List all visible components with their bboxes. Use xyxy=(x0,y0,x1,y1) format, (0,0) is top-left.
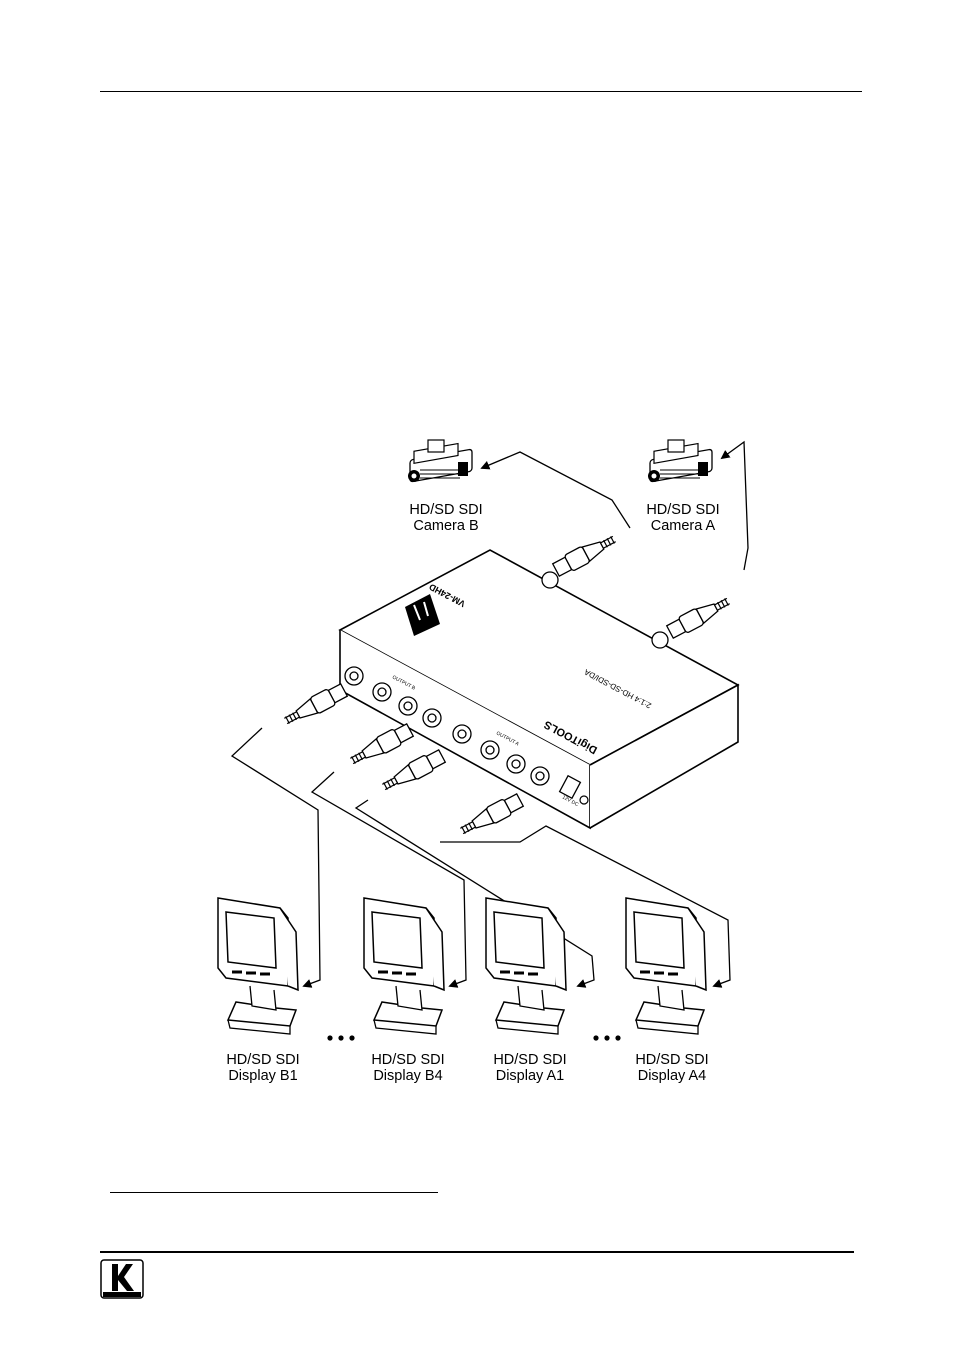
camera-a-cable xyxy=(722,442,748,570)
bnc-plug-output-b1 xyxy=(282,682,349,729)
camera-b-cable xyxy=(482,452,630,528)
camera-a-label: HD/SD SDI Camera A xyxy=(646,502,719,534)
camera-a-label-line1: HD/SD SDI xyxy=(646,502,719,518)
display-a1-label-line1: HD/SD SDI xyxy=(493,1052,566,1068)
camera-b-icon xyxy=(408,440,472,482)
display-b1-label-line1: HD/SD SDI xyxy=(226,1052,299,1068)
bnc-plug-camera-a xyxy=(666,593,733,640)
display-b1-label: HD/SD SDI Display B1 xyxy=(226,1052,299,1084)
display-a4-label-line2: Display A4 xyxy=(635,1068,708,1084)
display-a4-label: HD/SD SDI Display A4 xyxy=(635,1052,708,1084)
display-a1-icon xyxy=(486,898,566,1034)
display-a1-label: HD/SD SDI Display A1 xyxy=(493,1052,566,1084)
camera-b-label: HD/SD SDI Camera B xyxy=(409,502,482,534)
camera-a-label-line2: Camera A xyxy=(646,518,719,534)
display-b1-icon xyxy=(218,898,298,1034)
kramer-logo xyxy=(100,1259,144,1299)
display-b4-label: HD/SD SDI Display B4 xyxy=(371,1052,444,1084)
display-a1-label-line2: Display A1 xyxy=(493,1068,566,1084)
camera-b-label-line1: HD/SD SDI xyxy=(409,502,482,518)
bnc-plug-output-b4 xyxy=(348,722,415,769)
display-b4-label-line1: HD/SD SDI xyxy=(371,1052,444,1068)
vm-24hd-device: VM-24HD DigiTOOLS 2:1:4 HD-SD-SDI/DA OUT… xyxy=(340,550,738,828)
camera-b-label-line2: Camera B xyxy=(409,518,482,534)
bnc-plug-camera-b xyxy=(552,531,619,578)
bnc-plug-output-a1 xyxy=(380,748,447,795)
bnc-plug-output-a4 xyxy=(458,792,525,839)
camera-a-icon xyxy=(648,440,712,482)
display-a4-icon xyxy=(626,898,706,1034)
ellipsis-dots-b xyxy=(327,1035,354,1040)
display-b4-label-line2: Display B4 xyxy=(371,1068,444,1084)
display-b1-label-line2: Display B1 xyxy=(226,1068,299,1084)
display-a4-label-line1: HD/SD SDI xyxy=(635,1052,708,1068)
display-b4-icon xyxy=(364,898,444,1034)
ellipsis-dots-a xyxy=(593,1035,620,1040)
